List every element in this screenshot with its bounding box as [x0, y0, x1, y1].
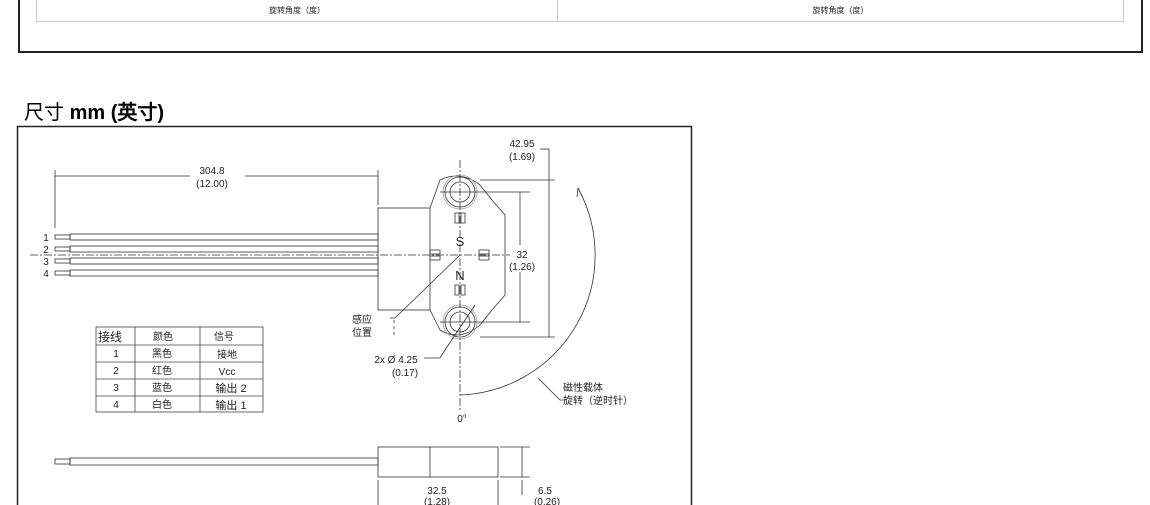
drawing-line [30, 148, 596, 505]
drawing-line [54, 234, 71, 240]
title-unit: mm [69, 102, 106, 124]
sensing-label-1: 感应 [352, 313, 372, 326]
right-chart: 旋转角度（度） [557, 0, 1124, 22]
title-suffix: (英寸) [110, 102, 165, 124]
drawing-line [377, 207, 431, 311]
drawing-line [69, 257, 379, 265]
drawing-line [429, 249, 441, 255]
width-mm: 42.95 [509, 139, 534, 150]
drawing-line [95, 326, 264, 413]
drawing-line [377, 446, 499, 478]
wire-number: 2 [43, 245, 49, 256]
drawing-line: 304.8 (12.00) 42.95 (1.69) 32 (1.26) 2x … [43, 139, 560, 505]
drawing-line [459, 187, 596, 396]
drawing-line: 感应 位置 磁性载体 旋转（逆时针） [352, 313, 633, 407]
thickness-mm: 6.5 [538, 486, 552, 497]
pole-n: N [455, 268, 464, 283]
length-in: (12.00) [196, 179, 228, 190]
drawing-line [69, 245, 379, 253]
left-chart-xlabel: 旋转角度（度） [269, 6, 325, 15]
drawing-line [460, 284, 466, 296]
table-cell: 白色 [152, 398, 172, 411]
drawing-line [424, 304, 476, 359]
width-in: (1.69) [509, 152, 535, 163]
pin-table [95, 326, 264, 413]
table-header: 信号 [214, 331, 234, 343]
table-cell: 3 [113, 383, 119, 394]
hole-dia-in: (0.17) [392, 368, 418, 379]
wire-number: 1 [43, 233, 49, 244]
table-cell: 黑色 [152, 347, 172, 360]
length-mm: 304.8 [199, 166, 224, 177]
title-prefix: 尺寸 [24, 102, 64, 124]
table-cell: Vcc [219, 367, 236, 378]
right-chart-xlabel: 旋转角度（度） [812, 6, 869, 15]
drawing-line [54, 246, 71, 252]
chart-panel-frame [18, 0, 1143, 53]
table-cell: 输出 1 [215, 398, 246, 412]
drawing-line [54, 270, 71, 276]
wire-number: 3 [43, 257, 49, 268]
sensing-label-2: 位置 [352, 326, 372, 339]
table-cell: 蓝色 [152, 381, 172, 394]
rotation-label-2: 旋转（逆时针） [563, 394, 633, 407]
drawing-line [478, 255, 490, 261]
table-cell: 接地 [217, 348, 237, 361]
rotation-label-1: 磁性载体 [563, 381, 603, 394]
hole-spacing-in: (1.26) [509, 262, 535, 273]
drawing-frame [16, 125, 693, 505]
drawing-line [69, 269, 379, 277]
drawing-line [429, 175, 506, 336]
drawing-line [454, 212, 460, 224]
drawing-line [69, 457, 379, 466]
table-cell: 输出 2 [215, 381, 246, 395]
section-title: 尺寸 mm (英寸) [24, 96, 164, 125]
drawing-line [54, 258, 71, 264]
body-length-mm: 32.5 [427, 486, 447, 497]
table-cell: 1 [113, 349, 119, 360]
pole-s: S [456, 234, 465, 249]
hole-dia: 2x Ø 4.25 [374, 355, 418, 366]
body-length-in: (1.28) [424, 497, 450, 505]
drawing-line [460, 212, 466, 224]
drawing-line [390, 254, 461, 319]
drawing-line: 接线 颜色 信号 1 黑色 接地 2 红色 Vcc 3 蓝色 输出 2 4 白色… [98, 329, 247, 412]
drawing-line: 1 黑色 接地 2 红色 Vcc 3 蓝色 输出 2 4 白色 输出 1 [113, 347, 246, 412]
drawing-line [429, 255, 441, 261]
thickness-in: (0.26) [534, 497, 560, 505]
hole-spacing-mm: 32 [516, 250, 528, 261]
drawing-line [454, 284, 460, 296]
drawing-line [54, 458, 71, 465]
table-header: 颜色 [153, 330, 173, 343]
table-cell: 2 [113, 366, 119, 377]
drawing-line [478, 249, 490, 255]
drawing-line [537, 377, 565, 401]
drawing-line [69, 233, 379, 241]
wire-number: 4 [43, 269, 49, 280]
table-cell: 4 [113, 400, 119, 411]
zero-angle: 0° [457, 414, 467, 425]
table-header: 接线 [98, 329, 122, 344]
table-cell: 红色 [152, 364, 172, 377]
drawing-line [576, 187, 583, 198]
